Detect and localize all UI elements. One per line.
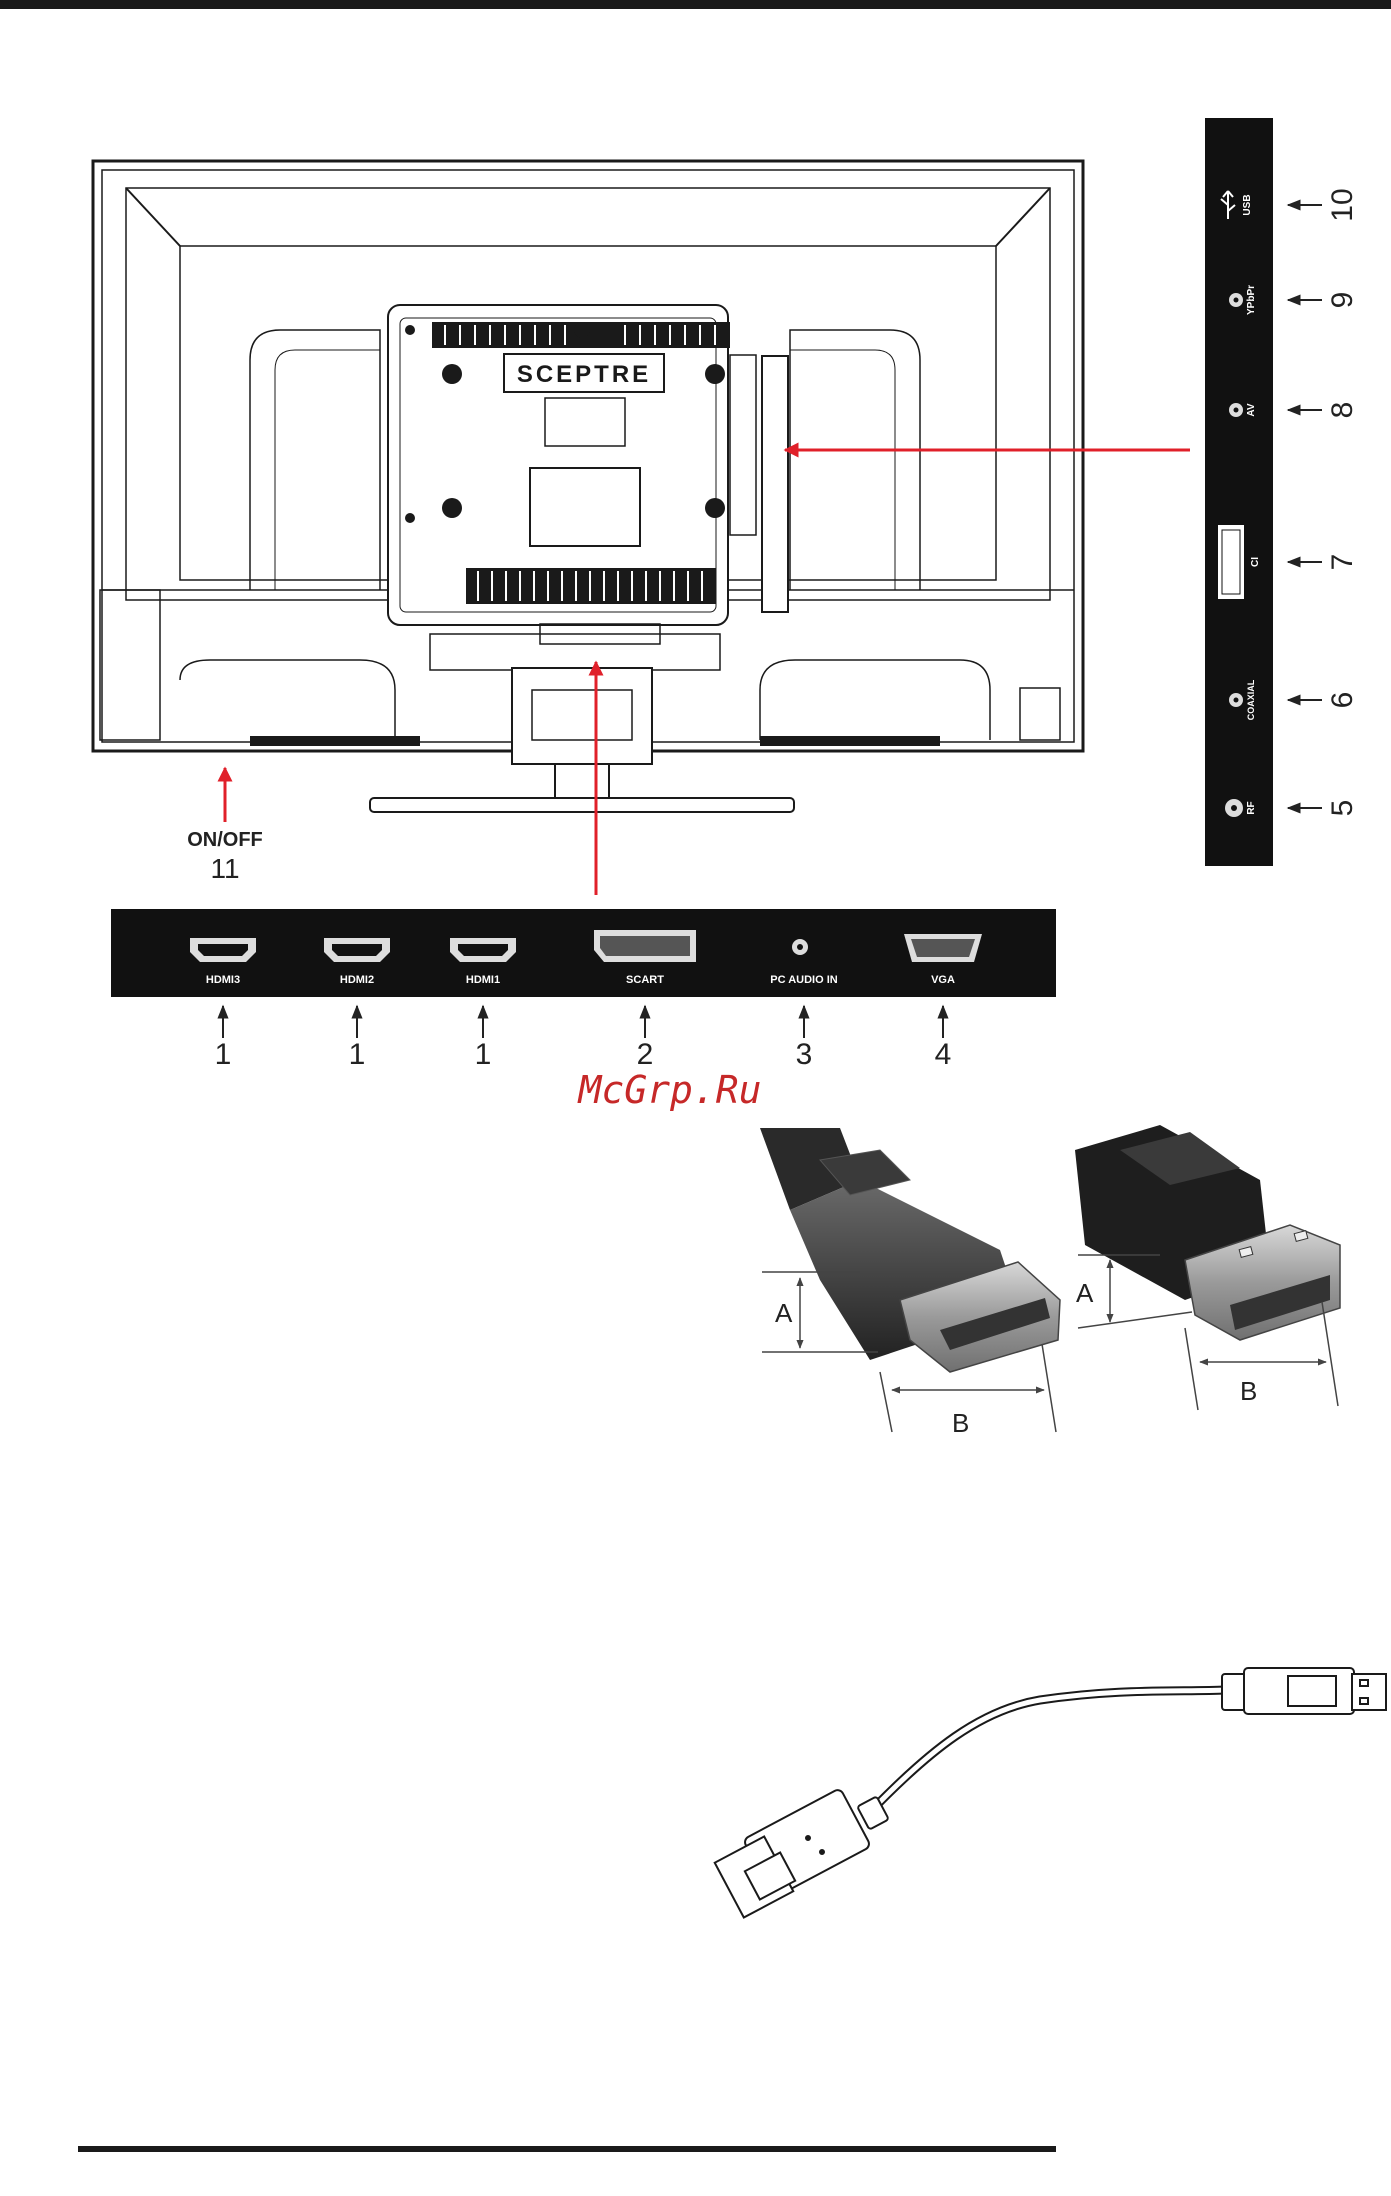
side-port-number: 5 [1326,800,1359,817]
dimension-b-hdmi: B [952,1408,969,1438]
bottom-port-label: SCART [626,974,664,986]
side-port-label: CI [1250,557,1261,567]
bottom-port-label: HDMI3 [206,974,240,986]
bottom-port-number: 3 [796,1038,813,1071]
power-label: ON/OFF [187,829,263,851]
bottom-port-label: PC AUDIO IN [770,974,837,986]
hdmi-port-icon [190,938,256,962]
side-port-number: 7 [1326,554,1359,571]
bottom-port-number: 4 [935,1038,952,1071]
side-port-number: 8 [1326,402,1359,419]
dimension-b-usb: B [1240,1376,1257,1406]
bottom-port-label: HDMI2 [340,974,374,986]
side-panel-callouts [1288,205,1322,808]
bottom-port-number: 1 [349,1038,366,1071]
scart-port-icon [594,930,696,962]
side-port-number: 9 [1326,292,1359,309]
hdmi-plug-illustration [760,1128,1060,1372]
power-number: 11 [210,853,239,884]
hdmi-port-icon [324,938,390,962]
vga-port-icon [904,934,982,962]
side-port-number: 10 [1326,188,1359,221]
tv-back-view [93,161,1083,812]
side-port-label: COAXIAL [1246,679,1256,720]
watermark: McGrp.Ru [520,1068,820,1112]
side-port-label: RF [1246,801,1257,814]
side-port-label: YPbPr [1246,285,1257,315]
dimension-a-hdmi: A [775,1298,793,1328]
bottom-panel-callouts [223,1006,943,1038]
side-port-number: 6 [1326,692,1359,709]
bottom-rule [78,2146,1056,2152]
bottom-port-number: 1 [215,1038,232,1071]
bottom-port-number: 2 [637,1038,654,1071]
usb-extension-cable [715,1668,1386,1918]
bottom-port-number: 1 [475,1038,492,1071]
side-port-panel [1205,118,1273,866]
dimension-a-usb: A [1076,1278,1094,1308]
bottom-port-label: VGA [931,974,955,986]
hdmi-port-icon [450,938,516,962]
side-port-label: AV [1246,403,1257,416]
brand-logo: SCEPTRE [517,361,651,388]
usb-plug-illustration [1075,1125,1340,1340]
side-port-label: USB [1242,194,1253,215]
bottom-port-label: HDMI1 [466,974,500,986]
